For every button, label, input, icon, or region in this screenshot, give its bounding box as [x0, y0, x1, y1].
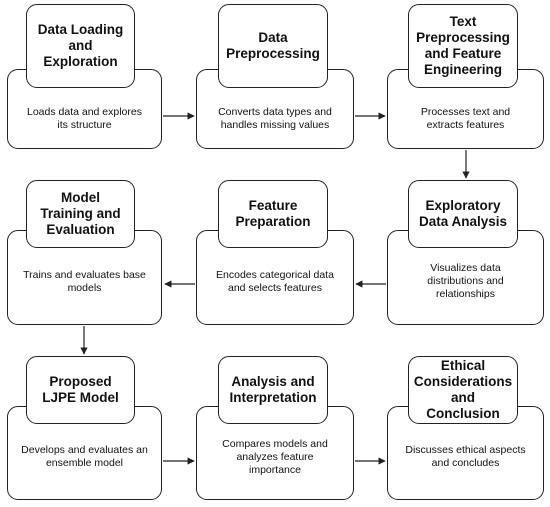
step-text-preprocessing-title-box: Text Preprocessing and Feature Engineeri… [408, 4, 518, 88]
step-text-preprocessing-title: Text Preprocessing and Feature Engineeri… [416, 14, 510, 77]
step-data-preprocessing-title-box: Data Preprocessing [218, 4, 328, 88]
step-ethical-title-box: Ethical Considerations and Conclusion [408, 356, 518, 424]
step-ljpe-model-title: Proposed LJPE Model [42, 374, 119, 405]
step-analysis-title: Analysis and Interpretation [229, 374, 317, 405]
step-text-preprocessing-description: Processes text and extracts features [420, 106, 511, 131]
step-analysis-title-box: Analysis and Interpretation [218, 356, 328, 424]
step-data-loading-title-box: Data Loading and Exploration [26, 4, 135, 88]
step-model-training-description: Trains and evaluates base models [23, 268, 146, 294]
step-feature-preparation-title-box: Feature Preparation [218, 180, 328, 248]
step-data-preprocessing-title: Data Preprocessing [226, 30, 320, 61]
step-data-loading-description: Loads data and explores its structure [26, 106, 142, 131]
step-data-loading-title: Data Loading and Exploration [37, 22, 124, 69]
step-ljpe-model-description: Develops and evaluates an ensemble model [21, 444, 148, 469]
step-feature-preparation-description: Encodes categorical data and selects fea… [216, 268, 334, 294]
step-eda-title-box: Exploratory Data Analysis [408, 180, 518, 248]
step-ethical-description: Discusses ethical aspects and concludes [405, 444, 526, 469]
step-ljpe-model-title-box: Proposed LJPE Model [26, 356, 135, 424]
step-eda-description: Visualizes data distributions and relati… [427, 262, 504, 300]
step-eda-title: Exploratory Data Analysis [418, 198, 508, 229]
step-feature-preparation-title: Feature Preparation [235, 198, 311, 229]
step-analysis-description: Compares models and analyzes feature imp… [222, 437, 328, 476]
step-model-training-title: Model Training and Evaluation [40, 190, 121, 237]
step-data-preprocessing-description: Converts data types and handles missing … [218, 106, 332, 131]
step-ethical-title: Ethical Considerations and Conclusion [413, 358, 513, 421]
step-model-training-title-box: Model Training and Evaluation [26, 180, 135, 248]
